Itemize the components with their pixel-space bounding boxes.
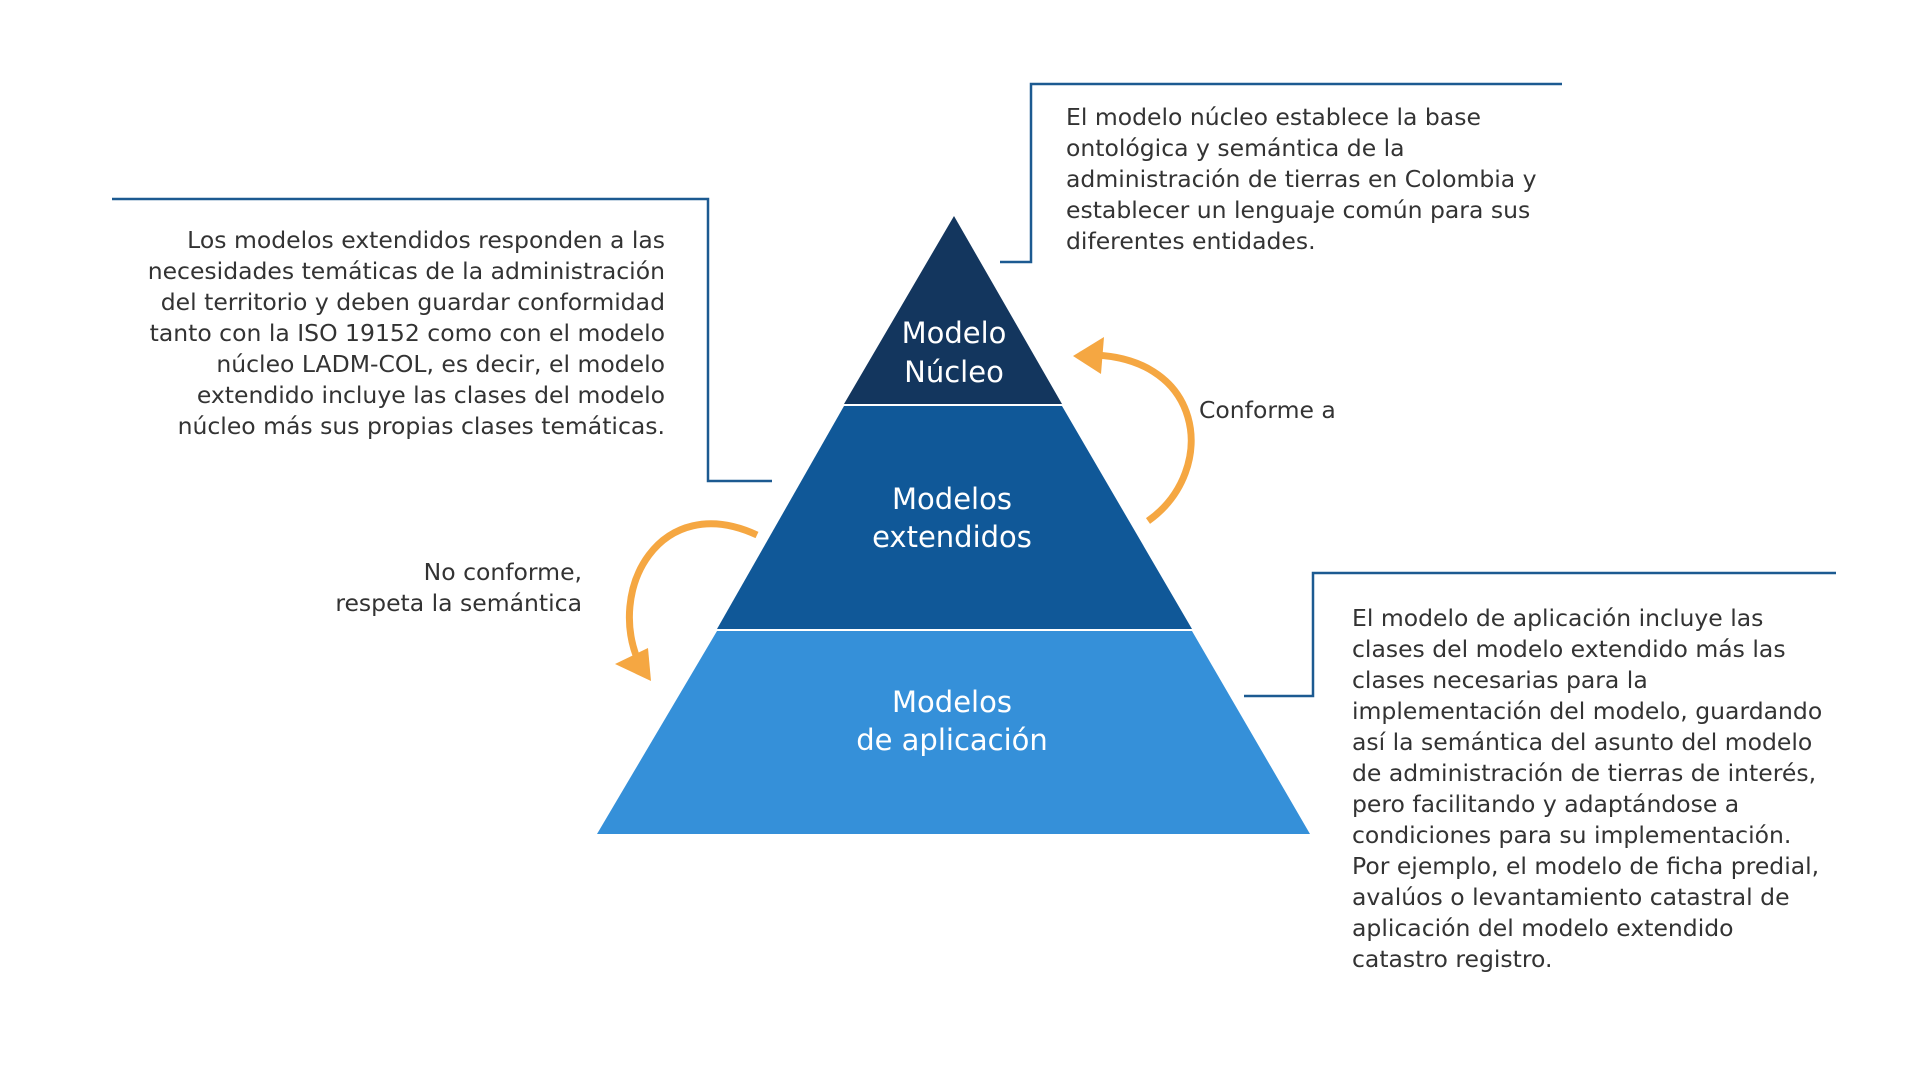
note-line: avalúos o levantamiento catastral de <box>1352 883 1790 911</box>
note-line: núcleo más sus propias clases temáticas. <box>177 412 665 440</box>
note-line: necesidades temáticas de la administraci… <box>147 257 665 285</box>
tier-extended-label-line1: Modelos <box>892 482 1012 516</box>
note-line: implementación del modelo, guardando <box>1352 697 1823 725</box>
no-conforme-label-line: respeta la semántica <box>335 589 582 617</box>
note-line: clases necesarias para la <box>1352 666 1648 694</box>
no-conforme-arrow <box>625 520 759 667</box>
tier-core-label-line1: Modelo <box>902 316 1007 350</box>
pyramid-tier-application <box>597 631 1310 834</box>
note-line: pero facilitando y adaptándose a <box>1352 790 1740 818</box>
note-line: Por ejemplo, el modelo de ficha predial, <box>1352 852 1820 880</box>
extended-models-note: Los modelos extendidos responden a las n… <box>60 225 665 442</box>
tier-core-label-line2: Núcleo <box>904 355 1004 389</box>
tier-application-label-line1: Modelos <box>892 685 1012 719</box>
tier-application-label-line2: de aplicación <box>856 723 1048 757</box>
no-conforme-arrowhead <box>615 648 651 681</box>
pyramid-tier-extended <box>717 406 1192 629</box>
note-line: clases del modelo extendido más las <box>1352 635 1786 663</box>
conforme-arrow <box>1075 349 1195 524</box>
note-line: diferentes entidades. <box>1066 227 1316 255</box>
core-model-note: El modelo núcleo establece la base ontol… <box>1066 102 1586 257</box>
note-line: condiciones para su implementación. <box>1352 821 1792 849</box>
tier-extended-label-line2: extendidos <box>872 520 1032 554</box>
note-line: de administración de tierras de interés, <box>1352 759 1817 787</box>
no-conforme-label-line: No conforme, <box>423 558 582 586</box>
pyramid-tier-core <box>844 216 1062 404</box>
note-line: establecer un lenguaje común para sus <box>1066 196 1531 224</box>
application-models-note: El modelo de aplicación incluye las clas… <box>1352 603 1872 975</box>
note-line: Los modelos extendidos responden a las <box>187 226 665 254</box>
note-line: El modelo de aplicación incluye las <box>1352 604 1764 632</box>
note-line: aplicación del modelo extendido <box>1352 914 1734 942</box>
no-conforme-label: No conforme, respeta la semántica <box>250 557 582 619</box>
conforme-label: Conforme a <box>1199 396 1336 424</box>
note-line: catastro registro. <box>1352 945 1553 973</box>
note-line: administración de tierras en Colombia y <box>1066 165 1537 193</box>
note-line: así la semántica del asunto del modelo <box>1352 728 1813 756</box>
extended-note-connector <box>112 197 772 483</box>
note-line: núcleo LADM-COL, es decir, el modelo <box>216 350 665 378</box>
core-note-connector <box>1000 82 1562 264</box>
conforme-arrowhead <box>1073 337 1104 374</box>
note-line: extendido incluye las clases del modelo <box>196 381 665 409</box>
note-line: El modelo núcleo establece la base <box>1066 103 1481 131</box>
note-line: ontológica y semántica de la <box>1066 134 1405 162</box>
note-line: del territorio y deben guardar conformid… <box>160 288 665 316</box>
note-line: tanto con la ISO 19152 como con el model… <box>149 319 665 347</box>
application-note-connector <box>1244 571 1836 698</box>
